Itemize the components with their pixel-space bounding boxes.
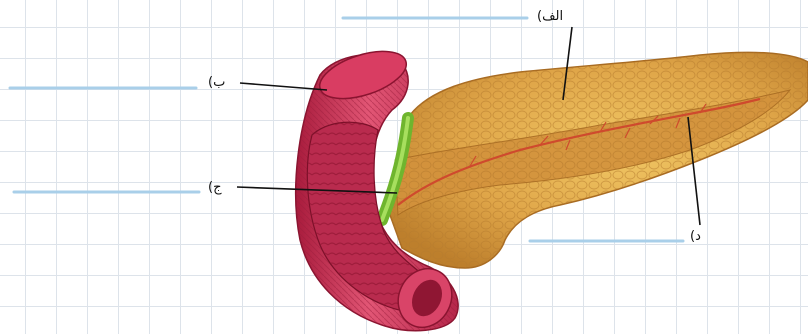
label-d: د) [690,229,701,244]
label-c: ج) [208,180,221,195]
label-b: ب) [208,75,225,90]
pointer-line-b [240,83,327,90]
label-a: الف) [537,9,563,24]
